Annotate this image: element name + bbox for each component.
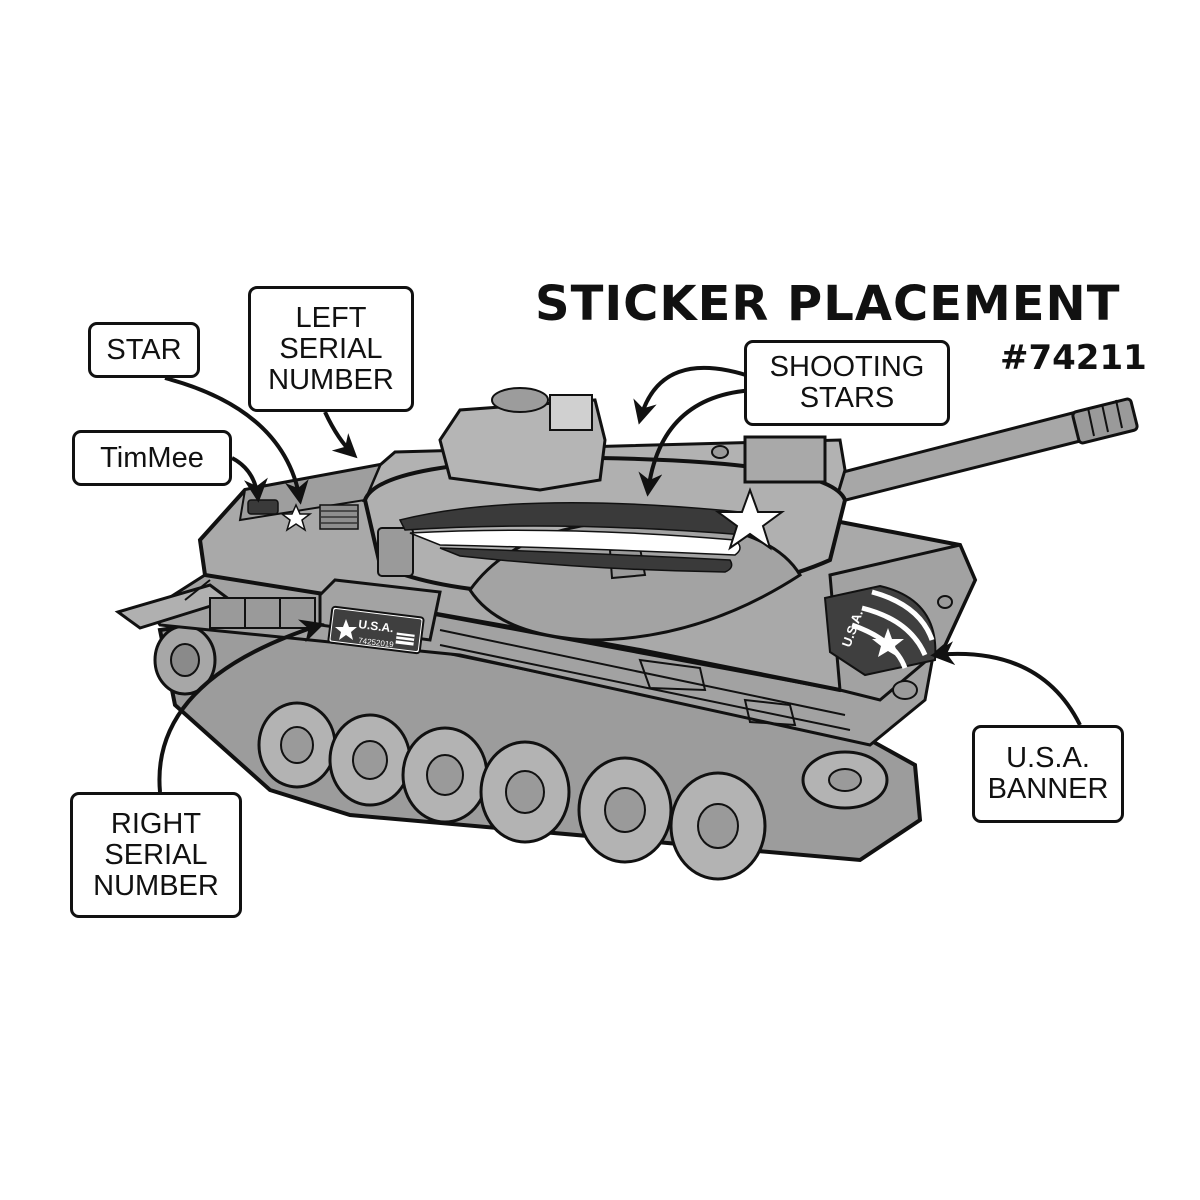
label-right-serial-number: RIGHT SERIAL NUMBER (70, 792, 242, 918)
gun-barrel (818, 397, 1139, 507)
serial-sticker-number: 74252019 (358, 636, 395, 649)
side-skirt-lines (439, 629, 851, 731)
label-shooting-stars: SHOOTING STARS (744, 340, 950, 426)
shooting-stars-sticker (398, 487, 786, 573)
serial-flag (395, 632, 415, 646)
left-serial-sticker (319, 504, 359, 530)
star-sticker (279, 503, 313, 532)
callout-arrows (157, 365, 1082, 793)
serial-sticker-text: U.S.A. (358, 617, 395, 635)
page-title: STICKER PLACEMENT (535, 276, 1121, 332)
label-usa-banner: U.S.A. BANNER (972, 725, 1124, 823)
label-left-serial-number: LEFT SERIAL NUMBER (248, 286, 414, 412)
timmee-sticker (247, 499, 279, 515)
stowage-box (318, 578, 442, 655)
front-hull (823, 543, 977, 702)
part-number: #74211 (1000, 338, 1147, 378)
label-star: STAR (88, 322, 200, 378)
cupola (438, 387, 607, 492)
wheel-hubs (280, 726, 862, 849)
label-timmee: TimMee (72, 430, 232, 486)
